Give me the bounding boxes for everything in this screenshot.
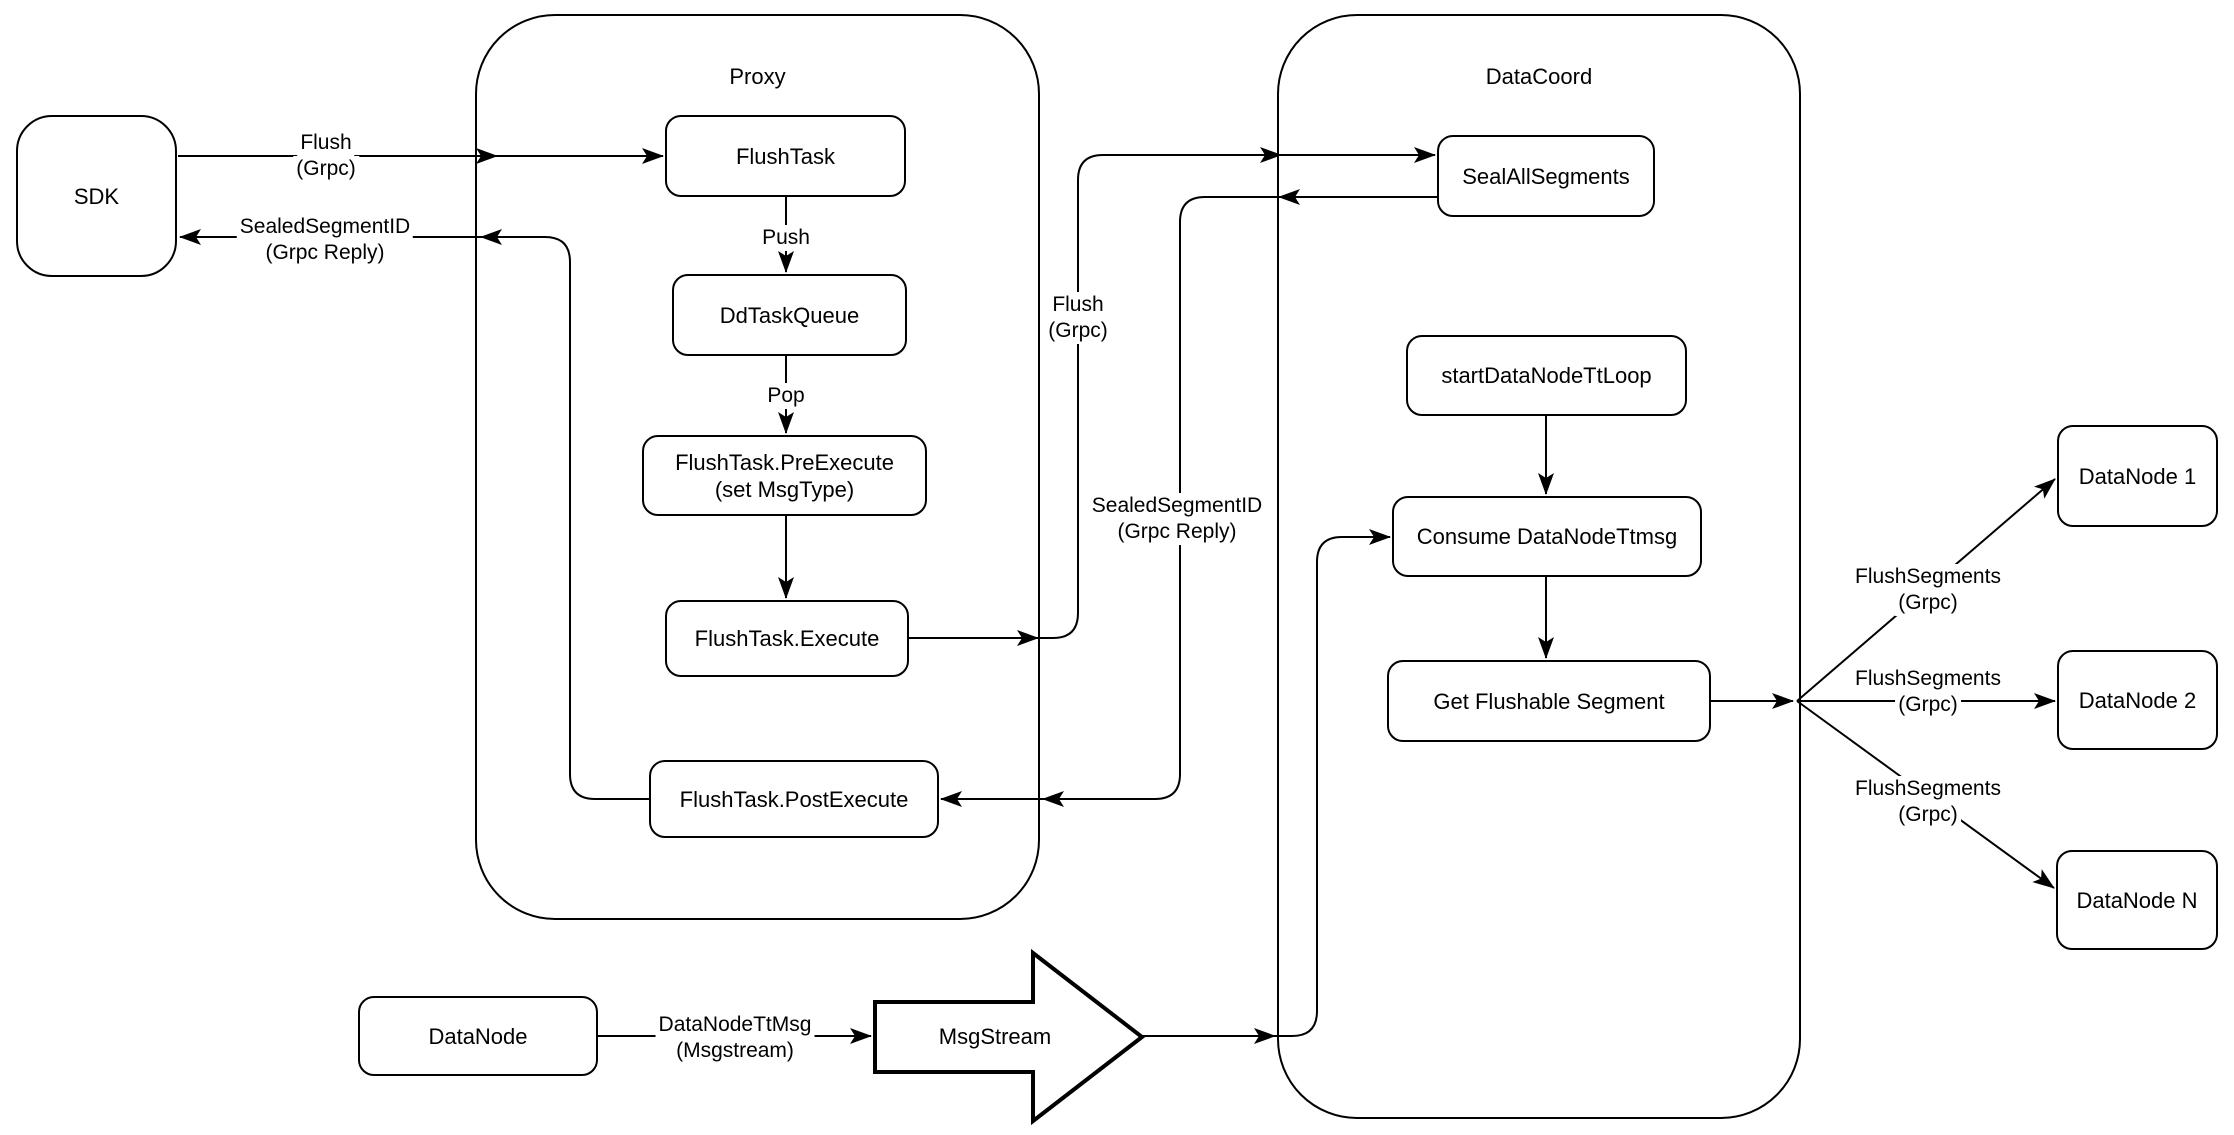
node-ddtaskqueue-label: DdTaskQueue <box>719 302 860 328</box>
edge-label-flush-sdk[interactable]: Flush (Grpc) <box>293 130 359 182</box>
edge-msgstream-consume[interactable] <box>1142 529 1391 1037</box>
node-datanode2[interactable]: DataNode 2 <box>2057 650 2218 750</box>
edge-label-datanodettmsg[interactable]: DataNodeTtMsg (Msgstream) <box>655 1012 815 1064</box>
node-ddtaskqueue[interactable]: DdTaskQueue <box>672 274 907 356</box>
node-datanoden-label: DataNode N <box>2076 887 2198 913</box>
node-flushtask-label: FlushTask <box>735 143 836 169</box>
edge-execute-sealallsegments[interactable] <box>909 147 1436 639</box>
node-sdk-label: SDK <box>73 183 120 209</box>
edge-label-flushsegments-2[interactable]: FlushSegments (Grpc) <box>1852 666 2004 718</box>
node-flushtask[interactable]: FlushTask <box>665 115 906 197</box>
node-consumedatanodettmsg[interactable]: Consume DataNodeTtmsg <box>1392 496 1702 577</box>
edge-postexecute-sdk[interactable] <box>179 229 649 800</box>
node-datanode-label: DataNode <box>428 1023 528 1049</box>
container-proxy-title: Proxy <box>729 64 786 89</box>
edge-label-pop[interactable]: Pop <box>764 383 808 409</box>
node-datanode1[interactable]: DataNode 1 <box>2057 425 2218 527</box>
node-preexecute-line1: FlushTask.PreExecute <box>675 449 894 475</box>
edge-label-flush-mid[interactable]: Flush (Grpc) <box>1045 292 1111 344</box>
node-preexecute[interactable]: FlushTask.PreExecute (set MsgType) <box>642 435 927 516</box>
node-startdatanodettloop-label: startDataNodeTtLoop <box>1441 363 1652 388</box>
msgstream-shape[interactable] <box>873 948 1146 1126</box>
edge-label-flushsegments-3[interactable]: FlushSegments (Grpc) <box>1852 776 2004 828</box>
edge-label-flushsegments-1[interactable]: FlushSegments (Grpc) <box>1852 564 2004 616</box>
node-startdatanodettloop[interactable]: startDataNodeTtLoop <box>1406 335 1687 416</box>
node-preexecute-line2: (set MsgType) <box>714 476 855 502</box>
node-getflushablesegment[interactable]: Get Flushable Segment <box>1387 660 1711 742</box>
node-datanode[interactable]: DataNode <box>358 996 598 1076</box>
node-sdk[interactable]: SDK <box>16 115 177 277</box>
node-sealallsegments[interactable]: SealAllSegments <box>1437 135 1655 217</box>
msgstream-label: MsgStream <box>938 1024 1052 1049</box>
node-execute-label: FlushTask.Execute <box>694 626 880 651</box>
container-datacoord-title: DataCoord <box>1485 64 1593 89</box>
node-execute[interactable]: FlushTask.Execute <box>665 600 909 677</box>
node-postexecute[interactable]: FlushTask.PostExecute <box>649 760 939 838</box>
edge-label-sealed-sdk[interactable]: SealedSegmentID (Grpc Reply) <box>236 214 414 266</box>
node-consumedatanodettmsg-label: Consume DataNodeTtmsg <box>1416 524 1678 549</box>
node-datanoden[interactable]: DataNode N <box>2056 850 2218 950</box>
container-datacoord[interactable]: DataCoord <box>1277 14 1801 1119</box>
edge-label-sealed-mid[interactable]: SealedSegmentID (Grpc Reply) <box>1088 493 1266 545</box>
node-sealallsegments-label: SealAllSegments <box>1462 163 1630 189</box>
node-datanode2-label: DataNode 2 <box>2078 687 2197 713</box>
node-getflushablesegment-label: Get Flushable Segment <box>1433 688 1665 714</box>
node-datanode1-label: DataNode 1 <box>2078 463 2197 489</box>
container-proxy[interactable]: Proxy <box>475 14 1040 920</box>
edge-label-push[interactable]: Push <box>759 225 813 251</box>
node-postexecute-label: FlushTask.PostExecute <box>679 786 909 812</box>
